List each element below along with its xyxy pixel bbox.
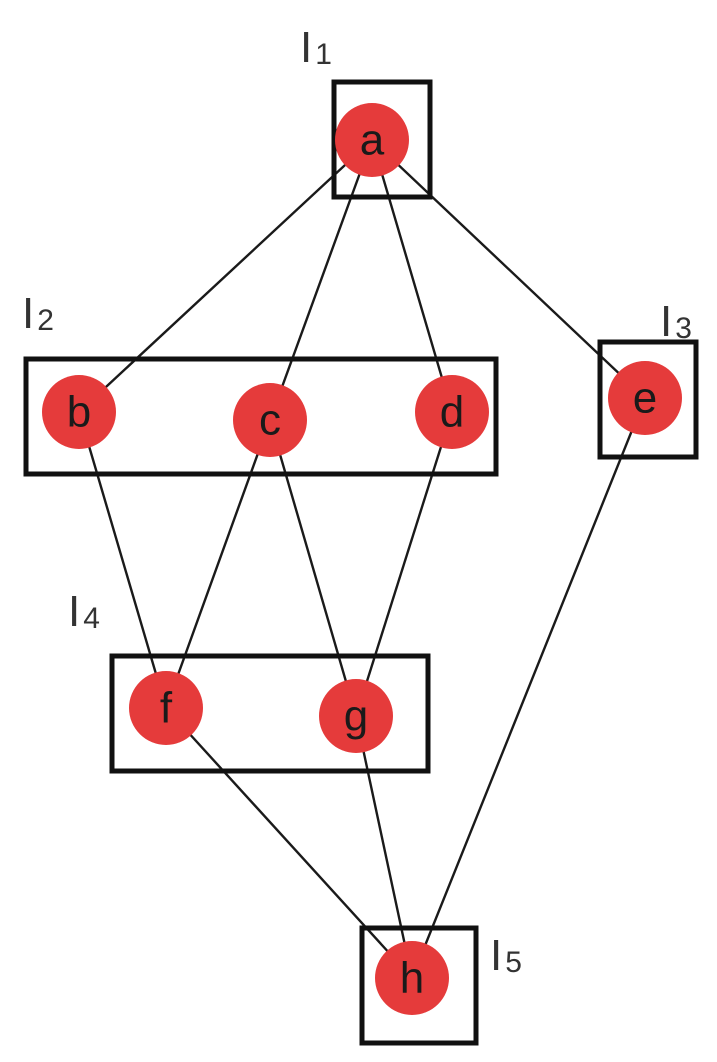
node-circle-f	[129, 671, 203, 745]
node-circle-g	[319, 679, 393, 753]
node-label-f: f	[160, 684, 173, 733]
edge-a-d	[370, 139, 454, 413]
node-label-h: h	[400, 954, 424, 1003]
node-label-g: g	[344, 692, 368, 741]
edge-g-h	[354, 715, 414, 979]
node-e: e	[608, 361, 682, 435]
node-label-a: a	[360, 116, 385, 165]
node-g: g	[319, 679, 393, 753]
node-label-e: e	[633, 374, 657, 423]
node-circle-e	[608, 361, 682, 435]
node-h: h	[375, 941, 449, 1015]
node-label-c: c	[259, 396, 281, 445]
group-box-i3	[597, 339, 699, 460]
node-circle-c	[233, 383, 307, 457]
node-circle-a	[335, 103, 409, 177]
edge-d-g	[354, 411, 454, 717]
nodes-layer: a b c d e f g h	[42, 103, 682, 1015]
group-box-i4	[109, 653, 431, 774]
edge-a-b	[78, 139, 373, 413]
node-circle-h	[375, 941, 449, 1015]
node-circle-d	[415, 375, 489, 449]
edge-f-h	[165, 707, 413, 979]
edge-b-f	[77, 411, 168, 709]
node-c: c	[233, 383, 307, 457]
edge-a-c	[268, 139, 374, 421]
node-label-d: d	[440, 388, 464, 437]
group-box-i1	[331, 79, 433, 200]
node-d: d	[415, 375, 489, 449]
group-box-i5	[359, 925, 479, 1046]
edge-c-g	[268, 419, 358, 717]
edge-e-h	[410, 397, 647, 979]
edges-layer	[77, 139, 647, 979]
node-a: a	[335, 103, 409, 177]
node-circle-b	[42, 375, 116, 449]
node-b: b	[42, 375, 116, 449]
group-boxes-layer	[23, 79, 699, 1046]
edge-c-f	[164, 419, 272, 709]
node-label-b: b	[67, 388, 91, 437]
group-box-i2	[23, 356, 499, 477]
node-f: f	[129, 671, 203, 745]
